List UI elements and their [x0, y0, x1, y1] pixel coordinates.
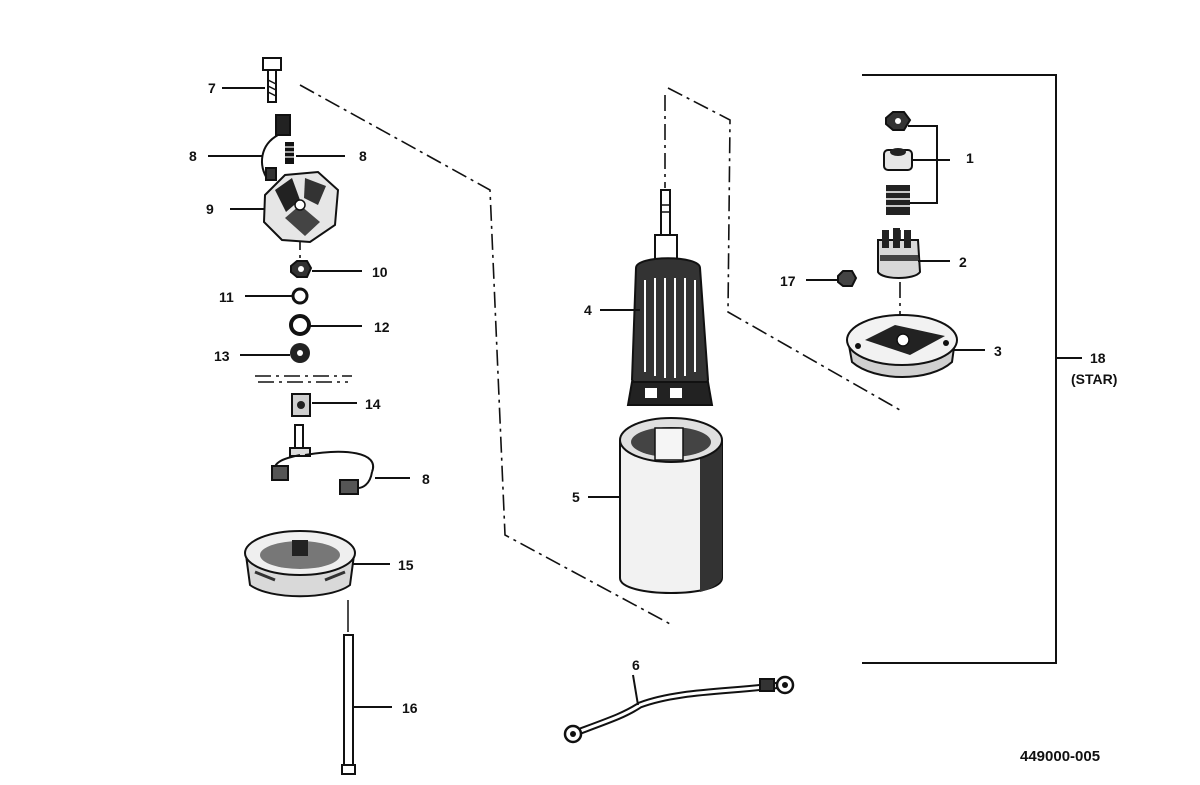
part-5-field-frame	[619, 417, 723, 594]
callout-labels: 7 8 8 9 10 11 12 13 14 8 15 16 4 5 6 1 2…	[189, 80, 1117, 716]
assembly-18-bracket	[862, 74, 1057, 664]
callout-1: 1	[966, 150, 974, 166]
callout-9: 9	[206, 201, 214, 217]
callout-3: 3	[994, 343, 1002, 359]
callout-18: 18	[1090, 350, 1106, 366]
part-3-end-frame	[846, 314, 958, 378]
drawing-number: 449000-005	[1020, 748, 1100, 765]
part-15-end-cap	[244, 530, 356, 598]
callout-12: 12	[374, 319, 390, 335]
callout-8-lower: 8	[422, 471, 430, 487]
part-12-washer	[289, 314, 311, 336]
callout-7: 7	[208, 80, 216, 96]
callout-10: 10	[372, 264, 388, 280]
callout-2: 2	[959, 254, 967, 270]
callout-5: 5	[572, 489, 580, 505]
callout-15: 15	[398, 557, 414, 573]
callout-8-left: 8	[189, 148, 197, 164]
callout-4: 4	[584, 302, 592, 318]
callout-13: 13	[214, 348, 230, 364]
part-14-terminal-block	[291, 393, 311, 417]
part-4-armature	[626, 189, 714, 406]
part-16-through-bolt	[341, 600, 356, 775]
callout-14: 14	[365, 396, 381, 412]
part-1-drive-hardware	[883, 111, 938, 215]
callout-18-subtitle: (STAR)	[1071, 371, 1117, 387]
part-7-bolt	[262, 57, 282, 103]
part-10-nut	[290, 260, 313, 278]
part-17-nut	[837, 270, 858, 287]
part-8-brush-upper	[261, 114, 291, 181]
callout-16: 16	[402, 700, 418, 716]
part-2-drive-pinion	[877, 228, 922, 279]
callout-8-right: 8	[359, 148, 367, 164]
callout-6: 6	[632, 657, 640, 673]
part-8-brush-lower	[271, 424, 375, 495]
part-6-cable	[563, 675, 795, 744]
callout-11: 11	[219, 289, 234, 305]
part-11-lock-washer	[291, 287, 309, 305]
leader-lines	[208, 87, 985, 708]
part-8-spring-upper	[285, 142, 294, 164]
part-13-insulator	[290, 343, 310, 363]
callout-17: 17	[780, 273, 796, 289]
part-9-brush-holder	[262, 170, 340, 244]
